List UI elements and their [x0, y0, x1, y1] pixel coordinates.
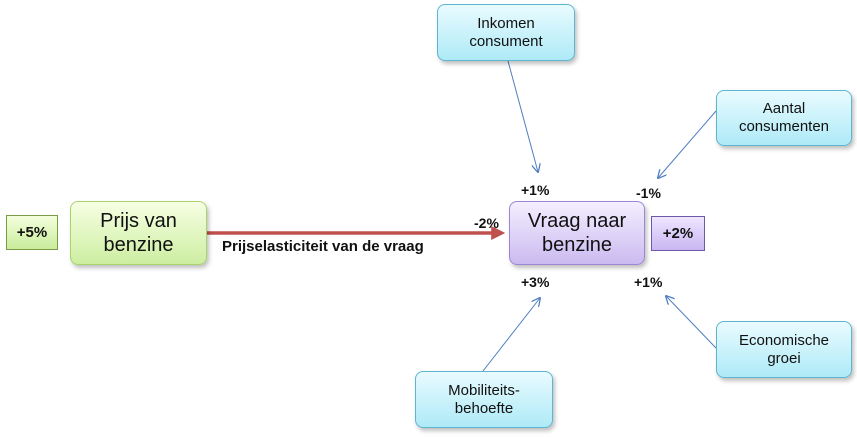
arrow-mobiliteit-to-vraag [482, 298, 540, 372]
arrow-inkomen-to-vraag [507, 60, 538, 172]
node-aantal-consumenten: Aantal consumenten [716, 90, 852, 146]
edge-label-prijselasticiteit: Prijselasticiteit van de vraag [222, 238, 424, 255]
node-mobiliteitsbehoefte: Mobiliteits- behoefte [415, 371, 553, 428]
badge-prijs-change: +5% [6, 215, 58, 250]
label-prijs-effect: -2% [474, 215, 499, 231]
node-prijs-van-benzine: Prijs van benzine [70, 201, 207, 265]
node-vraag-naar-benzine: Vraag naar benzine [509, 201, 645, 265]
label-inkomen-effect: +1% [521, 182, 550, 198]
badge-vraag-change: +2% [651, 216, 705, 251]
label-aantal-effect: -1% [636, 185, 661, 201]
node-inkomen-consument: Inkomen consument [437, 4, 575, 61]
label-economische-effect: +1% [634, 274, 663, 290]
label-mobiliteit-effect: +3% [521, 274, 550, 290]
node-economische-groei: Economische groei [716, 321, 852, 378]
arrow-aantal-to-vraag [658, 110, 717, 178]
arrow-economische-to-vraag [666, 296, 717, 349]
